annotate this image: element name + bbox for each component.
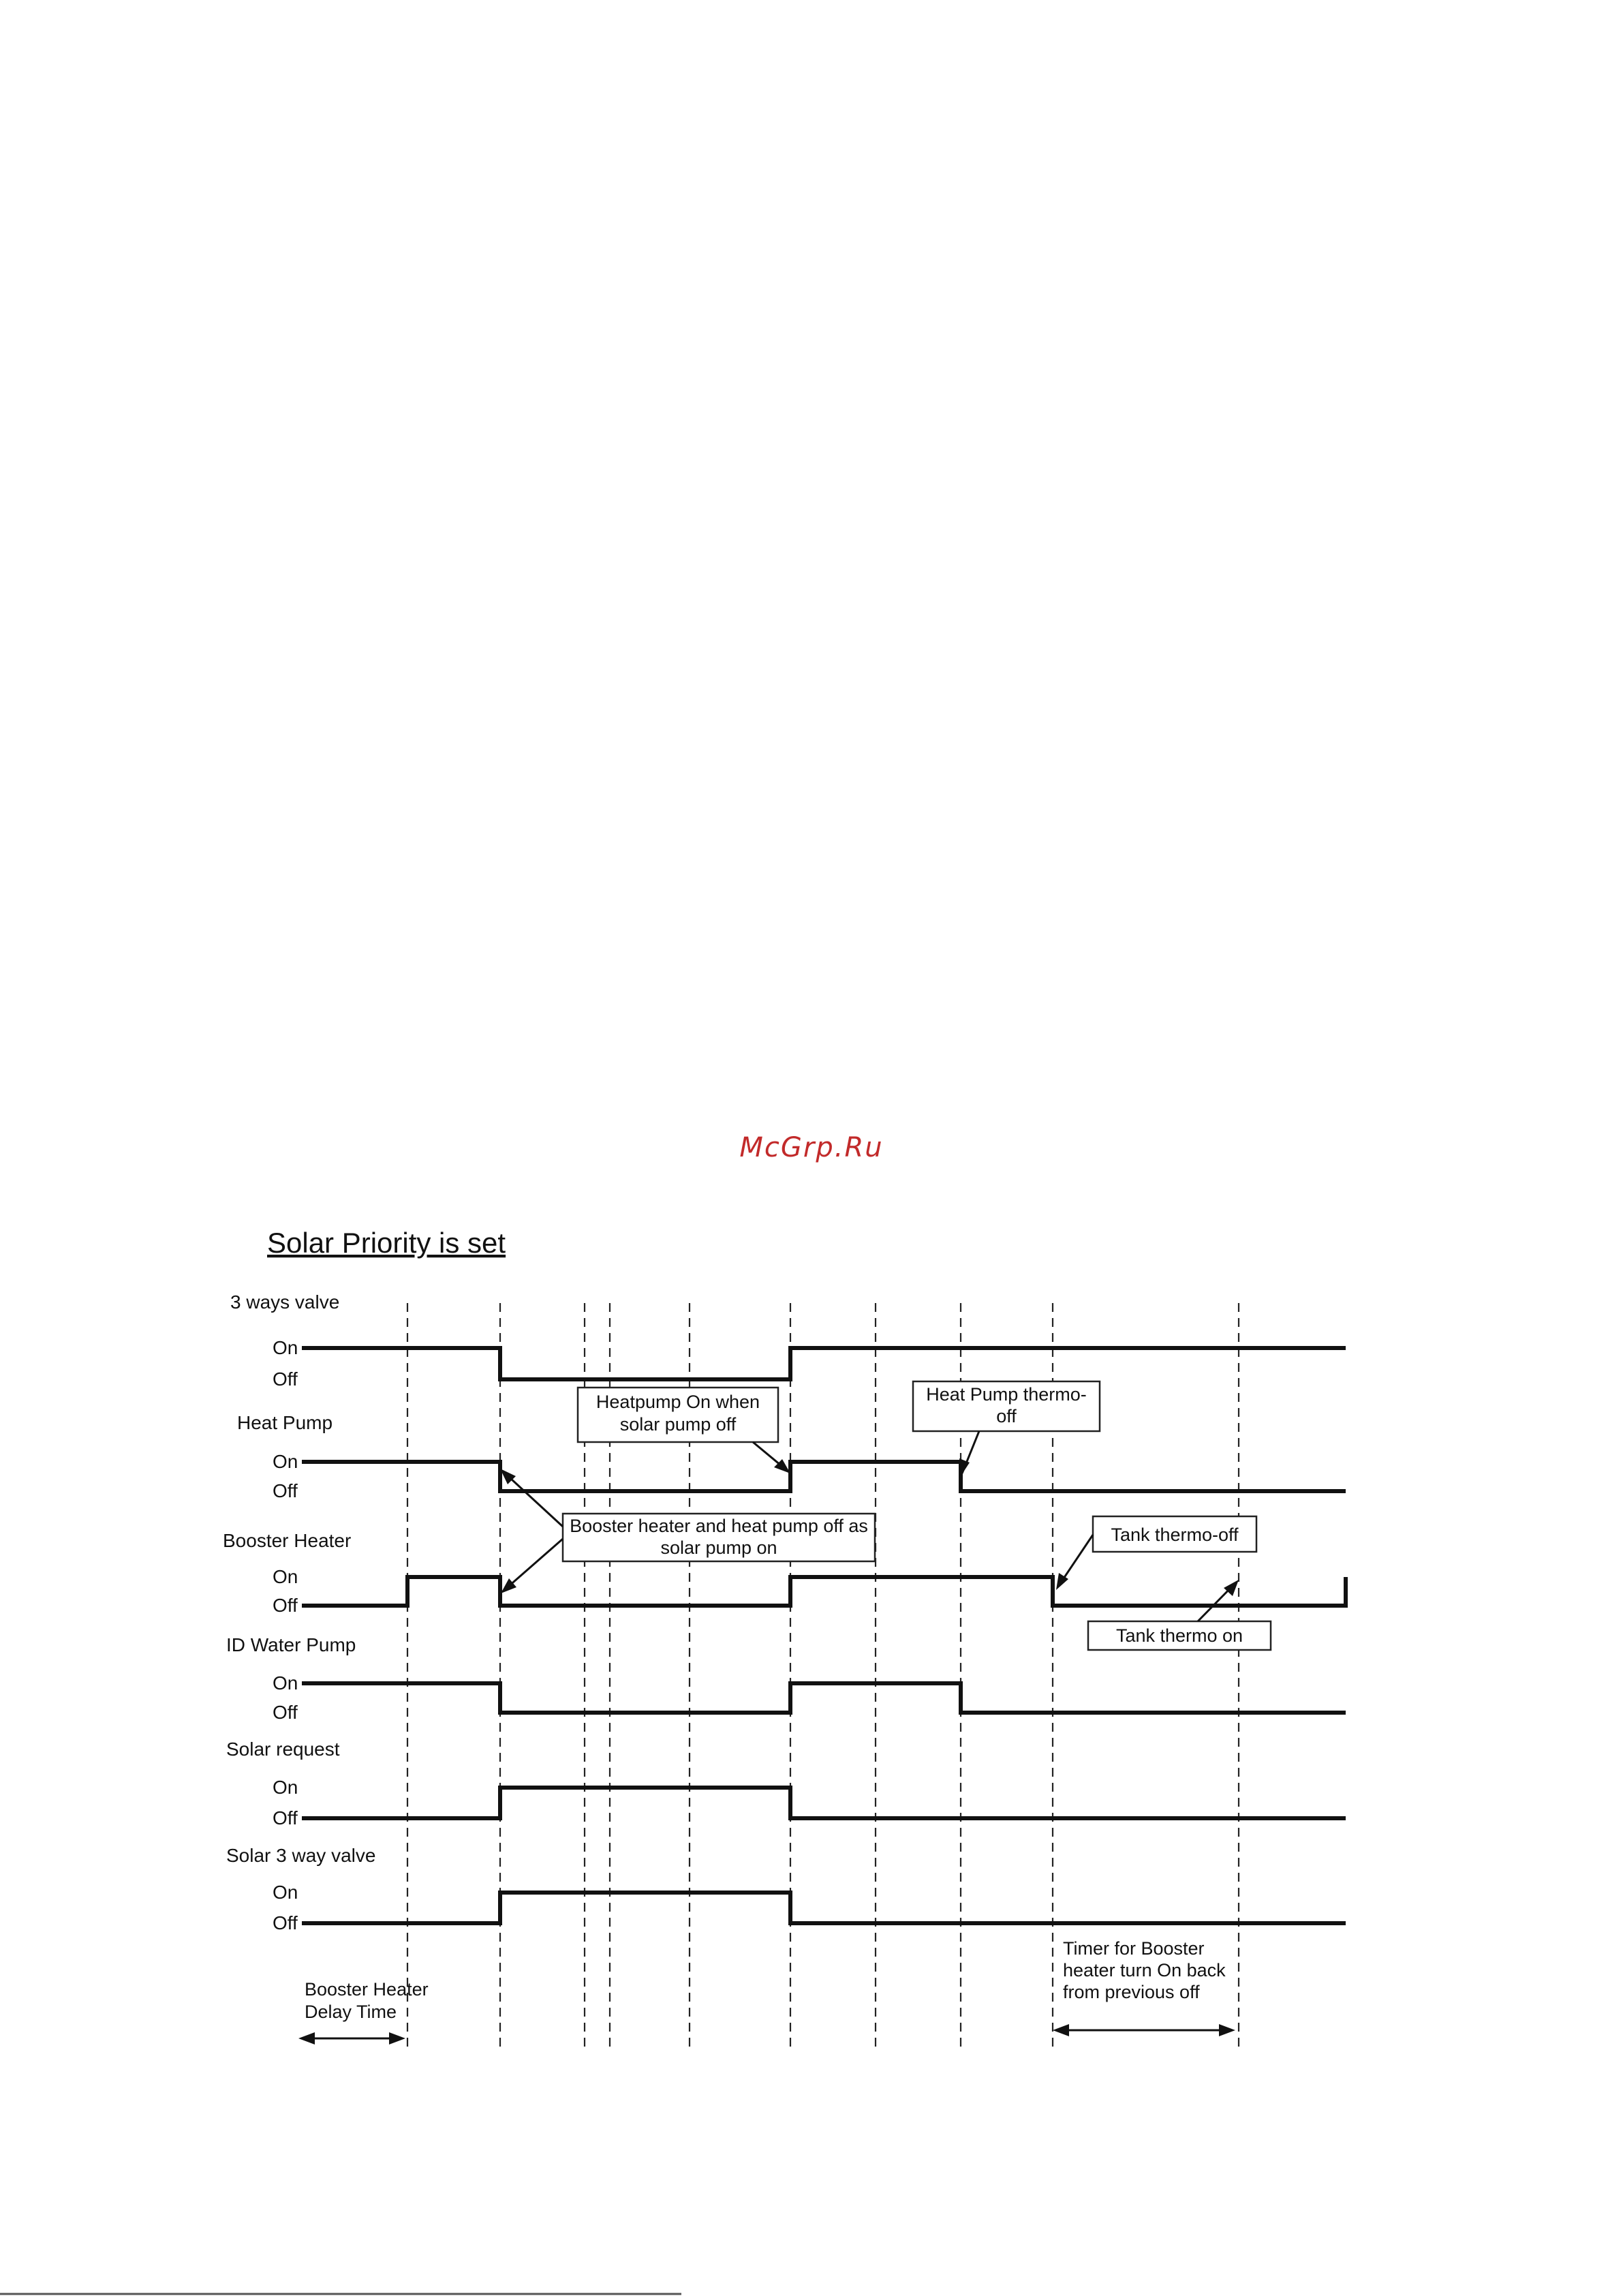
state-label-off: Off — [273, 1807, 298, 1828]
signal-trace — [302, 1891, 1346, 1925]
watermark: McGrp.Ru — [739, 1132, 883, 1163]
svg-text:Tank thermo on: Tank thermo on — [1116, 1625, 1243, 1646]
arrow-head — [1224, 1580, 1239, 1596]
arrow-head — [1053, 2024, 1069, 2036]
svg-text:Tank thermo-off: Tank thermo-off — [1111, 1525, 1239, 1545]
svg-text:Heatpump On when: Heatpump On when — [596, 1392, 760, 1412]
arrow-head — [1056, 1573, 1068, 1590]
state-label-on: On — [273, 1566, 298, 1587]
signal-name: Heat Pump — [237, 1412, 333, 1433]
note-timer-booster: Timer for Booster heater turn On back fr… — [1053, 1938, 1235, 2036]
signal-name: Booster Heater — [223, 1530, 351, 1551]
arrow-head — [389, 2032, 405, 2045]
note-hp-thermo-off: Heat Pump thermo- off — [912, 1380, 1101, 1476]
signal-trace — [302, 1460, 1346, 1493]
note-tank-thermo-on: Tank thermo on — [1087, 1580, 1272, 1651]
signal-trace — [302, 1346, 1346, 1381]
svg-text:Heat Pump thermo-: Heat Pump thermo- — [926, 1384, 1087, 1405]
svg-text:off: off — [996, 1406, 1017, 1426]
signal-name: 3 ways valve — [230, 1291, 339, 1313]
arrow-head — [500, 1469, 516, 1484]
signal-name: Solar request — [226, 1739, 340, 1760]
state-label-off: Off — [273, 1368, 298, 1390]
svg-text:heater turn On back: heater turn On back — [1063, 1960, 1226, 1980]
svg-text:Timer for Booster: Timer for Booster — [1063, 1938, 1205, 1959]
svg-text:Booster heater and heat pump o: Booster heater and heat pump off as — [570, 1516, 868, 1536]
arrow-head — [298, 2032, 315, 2045]
state-label-on: On — [273, 1337, 298, 1358]
arrow-head — [959, 1458, 970, 1476]
note-heatpump-on: Heatpump On when solar pump off — [576, 1386, 790, 1473]
svg-text:solar pump off: solar pump off — [620, 1414, 737, 1435]
state-label-on: On — [273, 1672, 298, 1694]
signal-name: ID Water Pump — [226, 1634, 356, 1655]
state-label-off: Off — [273, 1702, 298, 1723]
diagram-title: Solar Priority is set — [267, 1227, 506, 1259]
note-tank-thermo-off: Tank thermo-off — [1056, 1515, 1258, 1590]
arrow-head — [774, 1459, 790, 1473]
state-label-on: On — [273, 1451, 298, 1472]
state-label-off: Off — [273, 1595, 298, 1616]
state-label-off: Off — [273, 1912, 298, 1933]
state-label-off: Off — [273, 1480, 298, 1501]
note-booster-delay: Booster Heater Delay Time — [298, 1979, 429, 2045]
svg-text:Delay Time: Delay Time — [305, 2002, 397, 2022]
arrow-head — [1219, 2024, 1235, 2036]
svg-text:from previous off: from previous off — [1063, 1982, 1200, 2002]
svg-text:solar pump on: solar pump on — [660, 1537, 777, 1558]
signal-trace — [302, 1681, 1346, 1715]
note-booster-off: Booster heater and heat pump off as sola… — [500, 1469, 876, 1593]
signal-name: Solar 3 way valve — [226, 1845, 375, 1866]
svg-text:Booster Heater: Booster Heater — [305, 1979, 429, 2000]
signal-trace — [302, 1786, 1346, 1820]
state-label-on: On — [273, 1882, 298, 1903]
arrow-head — [501, 1578, 516, 1593]
state-label-on: On — [273, 1777, 298, 1798]
signal-trace — [302, 1575, 1348, 1608]
